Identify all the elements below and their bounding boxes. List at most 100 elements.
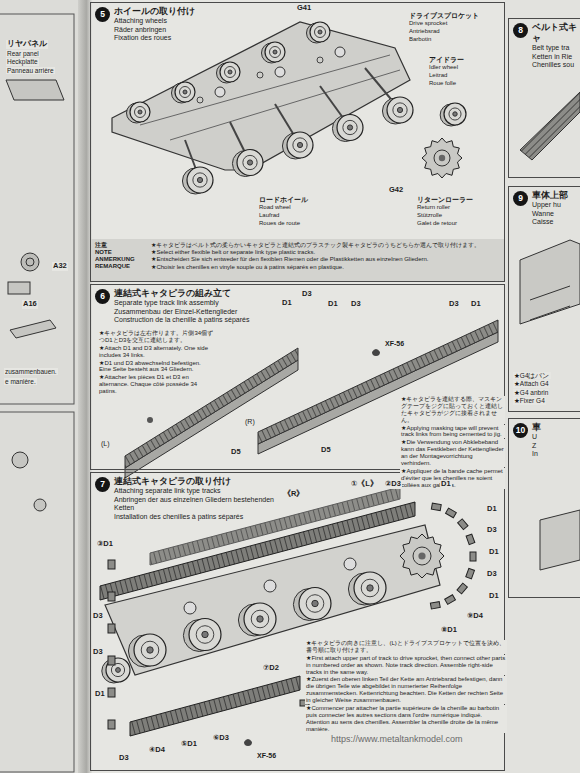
wheels-step5-shape [197,177,202,182]
part-name: Panneau arrière [6,67,55,74]
wheels-step5-shape [130,102,150,122]
title-text: Construction de la chenille à patins sép… [114,316,314,325]
paint-code: XF-56 [256,752,277,760]
wheels-step7-shape [306,595,324,613]
wheels-step7-shape [134,634,166,666]
title-text: In [532,450,580,459]
wheels-step7-shape [299,588,331,620]
wheels-step5-shape [337,115,363,141]
note-heading-text: ANMERKUNG [95,256,145,263]
hull-lower-step5-shape [112,22,410,170]
title-text: U [532,433,580,442]
wheels-step5-shape [220,62,240,82]
side-label: (R) [244,418,256,426]
side-label: ①《L》 [350,480,379,489]
wheels-step5-shape [225,67,236,78]
wheels-step5-shape [243,155,257,169]
title-japanese: ベルト式キャ [532,22,580,44]
side-label: (L) [100,440,111,448]
part-name: Drive sprocket [408,20,448,27]
wheels-step5-shape [138,110,142,114]
note-text: ★Select either flexible belt or separate… [151,249,498,256]
wheels-step5-shape [187,167,213,193]
hull-side-step7-shape [100,502,415,600]
wheels-step7-shape [147,647,153,653]
wheels-step5-shape [343,120,357,134]
wheels-step5-shape [273,50,277,54]
note-text: ★Applying masking tape will prevent trac… [400,425,505,439]
step-number: 7 [95,477,110,492]
step-title: ホイールの取り付けAttaching wheelsRäder anbringen… [114,6,314,43]
wheels-step5-shape [347,125,352,130]
note-text: ★Die Verwendung von Abklebeband kann das… [400,439,505,467]
part-number: ②D3 [384,480,402,489]
hull-lower-step5-shape [257,72,263,78]
left-page-shape [6,80,64,100]
wheels-step5-shape [397,107,402,112]
title-text: Attaching separate link type tracks [114,487,274,496]
side-label: 《R》 [282,490,305,499]
part-number: D1 [327,300,339,309]
part-name: Stützrolle [416,212,443,219]
wheels-step7-shape [257,616,263,622]
step-number: 8 [513,23,528,38]
title-text: Attaching wheels [114,17,314,26]
wheels-step7-shape [196,626,214,644]
right-page-shape [540,510,580,570]
left-page-shape [21,253,39,271]
wheels-step7-shape [312,600,318,606]
part-name: Laufrad [258,212,280,219]
part-number: D1 [488,548,500,557]
part-number: D1 [486,505,498,514]
wheels-step5-shape [335,47,345,57]
right-page-shape [530,286,570,320]
track-links-exploded-shape [108,656,115,665]
note-text: ★キャタピラは左右作ります。片側34個ずつD1とD3を交互に連結します。 [98,330,215,344]
note-body: ★キャタピラはベルト式の柔らかいキャタピラと連結式のプラスチック製キャタピラのう… [151,242,498,271]
track-links-exploded-shape [108,560,115,569]
part-name: Road wheel [258,204,292,211]
part-number: D3 [92,648,104,657]
hull-side-step7-shape [130,676,300,736]
wheels-step5-shape [215,87,225,97]
track-links-exploded-shape [466,568,475,579]
part-number: ⑦D2 [262,664,280,673]
part-name: ロードホイール [258,196,309,203]
track-links-exploded-shape [466,534,475,545]
part-number: D3 [92,612,104,621]
wheels-step7-shape [400,534,444,578]
note-text: ★Zuerst den oberen linken Teil der Kette… [305,676,507,704]
left-page-shape [8,282,30,294]
left-page-shape [0,412,74,772]
wheels-step5-shape [193,173,207,187]
part-number: D3 [486,570,498,579]
note-text: ★Attach G4 [513,380,550,387]
part-name: リターンローラー [416,196,474,203]
note-text: ★Commencer par attacher la partie supéri… [305,705,507,733]
note-text: ★Appliquer de la bande cache permet d'év… [400,468,505,489]
part-name: Return roller [416,204,451,211]
wheels-step5-shape [135,107,146,118]
wheels-step5-shape [444,103,466,125]
title-text: Wanne [532,210,580,219]
note-text: ★Entscheiden Sie sich entweder für den f… [151,256,498,263]
body-text: zusammenbauen. [4,368,58,375]
title-text: Ketten in Rie [532,53,580,62]
wheels-step7-shape [264,580,276,592]
note-text: ★キャタピラはベルト式の柔らかいキャタピラと連結式のプラスチック製キャタピラのう… [151,242,498,249]
wheels-step7-shape [189,619,221,651]
title-text: Räder anbringen [114,26,314,35]
step-number: 5 [95,7,110,22]
wheels-step5-shape [275,67,285,77]
step-panel: 5 ホイールの取り付けAttaching wheelsRäder anbringe… [90,2,505,282]
wheels-step7-shape [116,668,121,673]
part-number: D3 [486,526,498,535]
left-page-shape [10,320,56,338]
part-number: ④D4 [148,746,166,755]
wheels-step5-shape [453,112,457,116]
note-box: 注意NOTEANMERKUNGREMARQUE★キャタピラはベルト式の柔らかいキ… [91,239,504,281]
wheels-step5-shape [315,27,326,38]
paint-code: XF-56 [384,340,405,348]
note-text: ★First attach upper part of track to dri… [305,655,507,676]
